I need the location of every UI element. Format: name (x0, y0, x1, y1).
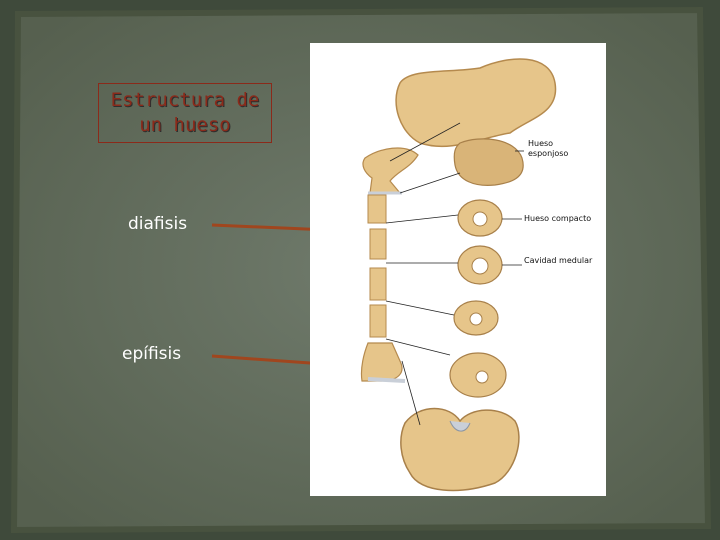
bone-diagram: Hueso esponjoso Hueso compacto Cavidad m… (360, 58, 593, 492)
connector-lines (385, 122, 524, 426)
cavity-3 (469, 312, 483, 326)
slide-title-line1: Estructura de (110, 89, 260, 111)
bone-section-spongy (453, 138, 524, 186)
bone-diagram-figure: Hueso esponjoso Hueso compacto Cavidad m… (310, 43, 606, 496)
label-epiphysis: epífisis (122, 344, 182, 364)
label-diaphysis: diafisis (128, 214, 188, 234)
slide-title-box: Estructura de un hueso (98, 83, 272, 143)
bone-piece-upper (362, 147, 419, 194)
shaft-segment-3 (369, 267, 387, 301)
bone-bottom (400, 407, 520, 492)
cavity-1 (472, 211, 488, 227)
annotation-medullary: Cavidad medular (524, 256, 593, 265)
cartilage-bottom (449, 420, 471, 432)
annotation-spongy-line1: Hueso (528, 139, 553, 148)
shaft-segment-1 (367, 194, 387, 224)
cartilage-lower (367, 377, 406, 383)
bone-piece-lower (360, 342, 403, 382)
slide-title-line2: un hueso (139, 114, 231, 136)
annotation-spongy-line2: esponjoso (528, 149, 568, 158)
bone-top (395, 58, 557, 148)
cavity-4 (475, 370, 489, 384)
shaft-segment-4 (369, 304, 387, 338)
shaft-segment-2 (369, 228, 387, 260)
cavity-2 (471, 257, 489, 275)
annotation-compact: Hueso compacto (524, 214, 591, 223)
